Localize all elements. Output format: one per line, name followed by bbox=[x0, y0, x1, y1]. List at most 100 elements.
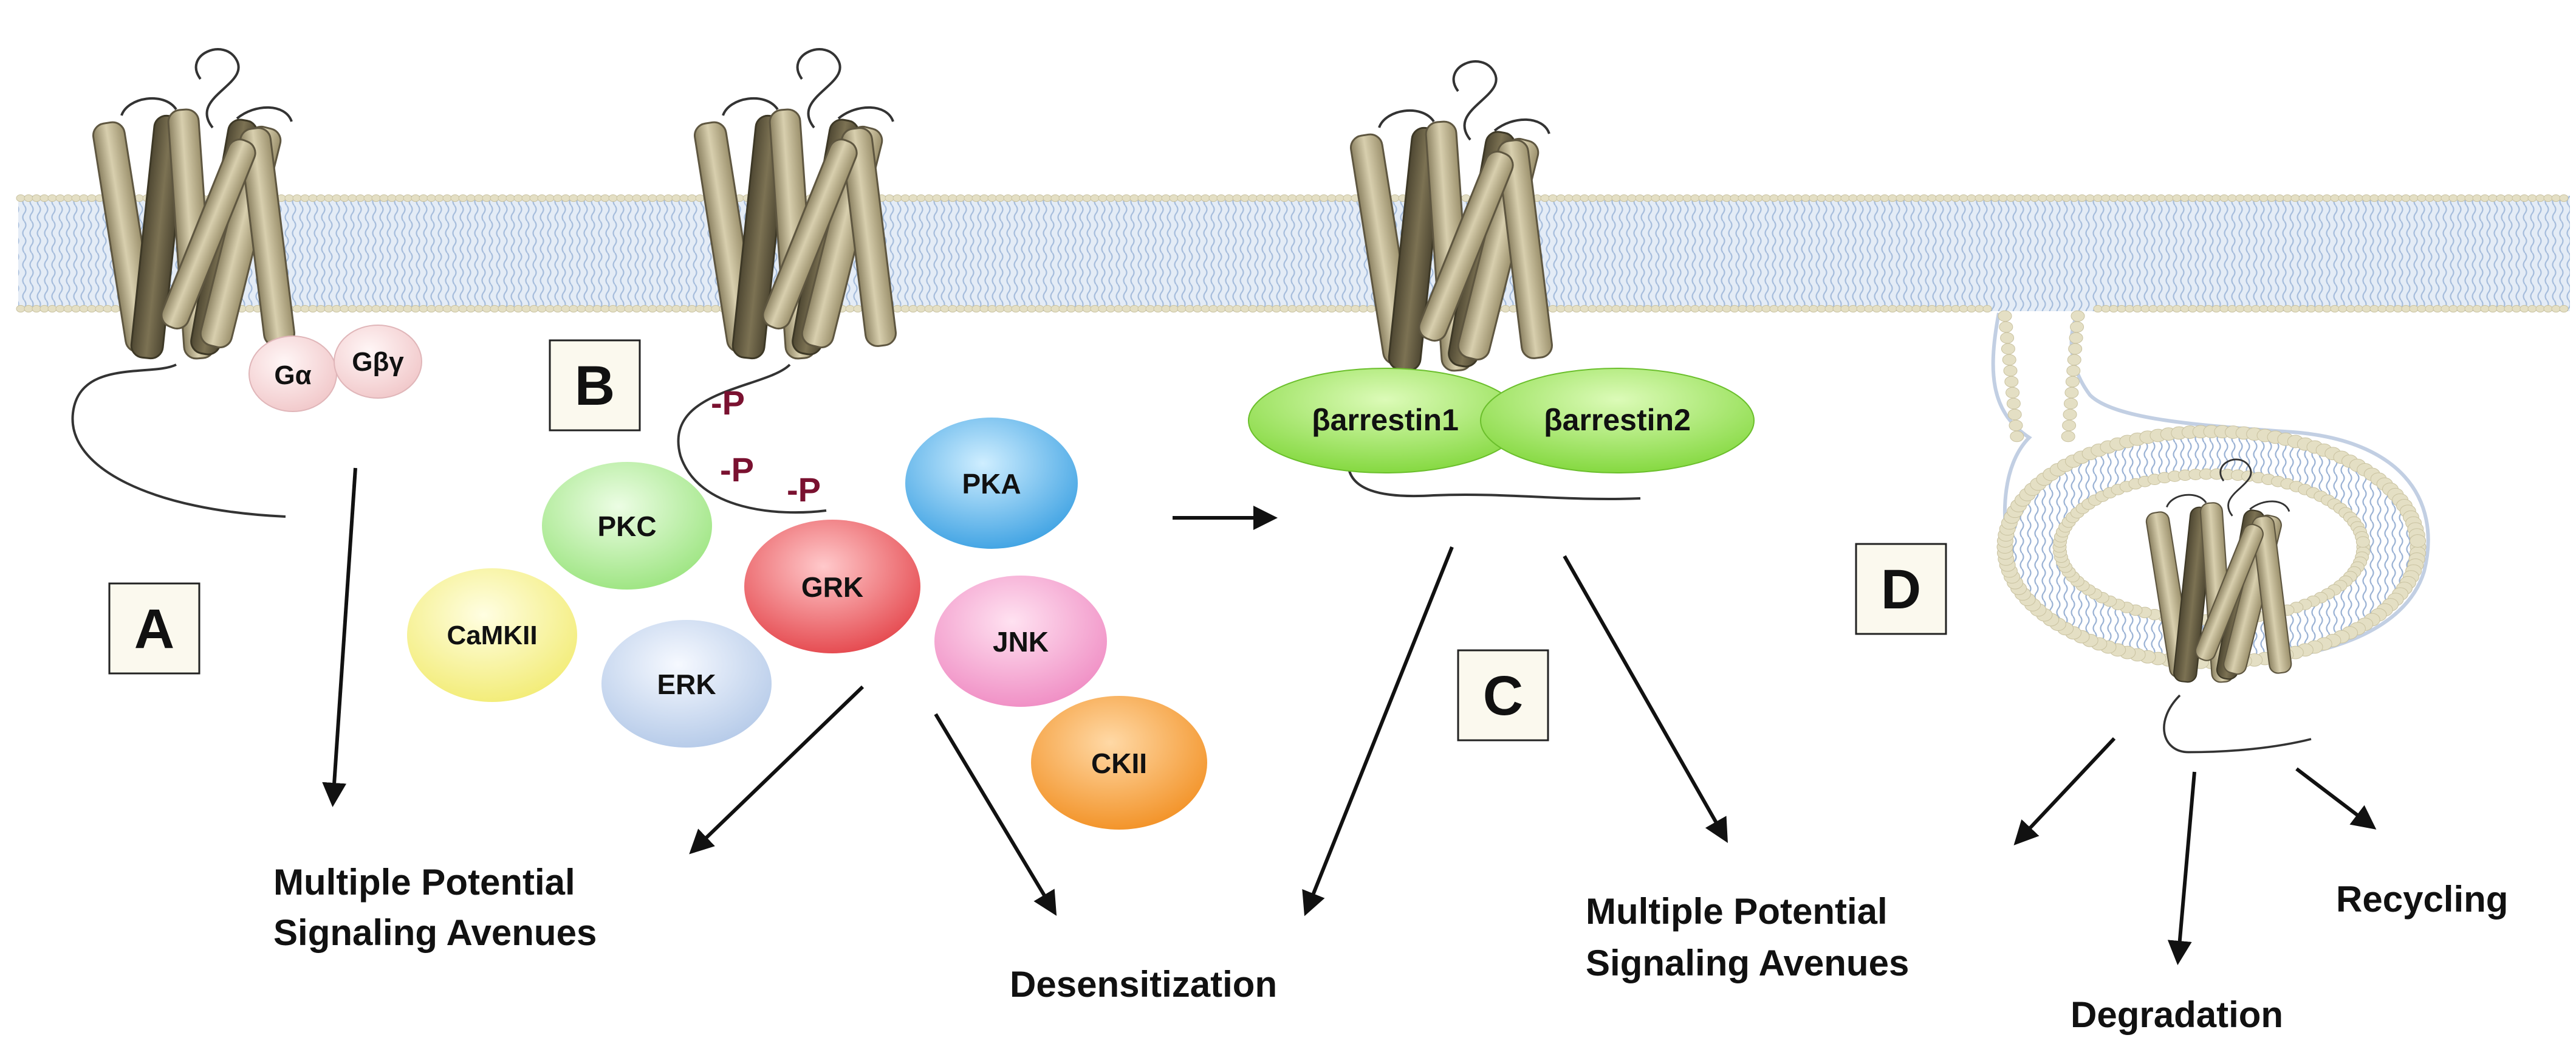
lipid-headgroup bbox=[332, 304, 341, 313]
lipid-headgroup bbox=[2211, 194, 2221, 202]
lipid-headgroup bbox=[600, 304, 610, 313]
kinase-pkc bbox=[542, 462, 712, 590]
lipid-headgroup bbox=[1193, 194, 1202, 202]
lipid-headgroup bbox=[2377, 304, 2387, 313]
kinase-ckii-label: CKII bbox=[1091, 748, 1147, 779]
g-betagamma-subunit bbox=[334, 325, 422, 399]
lipid-headgroup bbox=[395, 304, 405, 313]
lipid-headgroup bbox=[2006, 194, 2016, 202]
lipid-headgroup bbox=[1035, 194, 1044, 202]
outcome-recycling: Recycling bbox=[2336, 879, 2508, 920]
lipid-headgroup bbox=[1674, 304, 1684, 313]
lipid-headgroup bbox=[1706, 194, 1716, 202]
lipid-headgroup bbox=[2535, 304, 2545, 313]
lipid-headgroup bbox=[2068, 343, 2083, 355]
lipid-headgroup bbox=[2211, 304, 2221, 313]
lipid-headgroup bbox=[2512, 194, 2521, 202]
phospho-label-1: -P bbox=[711, 384, 745, 422]
lipid-headgroup bbox=[379, 304, 389, 313]
lipid-headgroup bbox=[245, 304, 255, 313]
lipid-headgroup bbox=[2527, 194, 2537, 202]
lipid-headgroup bbox=[2504, 194, 2513, 202]
lipid-headgroup bbox=[608, 194, 618, 202]
lipid-headgroup bbox=[2409, 304, 2419, 313]
lipid-headgroup bbox=[640, 304, 649, 313]
lipid-headgroup bbox=[1201, 304, 1210, 313]
lipid-headgroup bbox=[1169, 194, 1179, 202]
lipid-headgroup bbox=[1690, 194, 1700, 202]
lipid-headgroup bbox=[474, 304, 484, 313]
lipid-headgroup bbox=[1975, 194, 1984, 202]
lipid-headgroup bbox=[2148, 194, 2158, 202]
lipid-headgroup bbox=[971, 304, 981, 313]
lipid-headgroup bbox=[2009, 419, 2023, 432]
lipid-headgroup bbox=[1287, 194, 1297, 202]
lipid-headgroup bbox=[2519, 304, 2529, 313]
kinase-jnk-label: JNK bbox=[993, 626, 1049, 658]
lipid-headgroup bbox=[16, 194, 26, 202]
lipid-headgroup bbox=[2535, 194, 2545, 202]
lipid-headgroup bbox=[1935, 194, 1945, 202]
lipid-headgroup bbox=[1864, 194, 1874, 202]
lipid-headgroup bbox=[1556, 304, 1566, 313]
lipid-headgroup bbox=[1303, 304, 1313, 313]
lipid-headgroup bbox=[2001, 343, 2015, 355]
lipid-headgroup bbox=[1224, 304, 1234, 313]
lipid-headgroup bbox=[2543, 194, 2553, 202]
lipid-headgroup bbox=[1777, 304, 1787, 313]
lipid-headgroup bbox=[2204, 194, 2213, 202]
arrow-c-to-desensitization bbox=[1302, 546, 1454, 917]
lipid-headgroup bbox=[308, 194, 318, 202]
lipid-headgroup bbox=[2488, 194, 2498, 202]
lipid-headgroup bbox=[1098, 194, 1108, 202]
lipid-headgroup bbox=[2003, 365, 2018, 377]
lipid-headgroup bbox=[2101, 304, 2111, 313]
lipid-headgroup bbox=[900, 304, 910, 313]
lipid-headgroup bbox=[2227, 304, 2237, 313]
outcome-desensitization: Desensitization bbox=[1010, 964, 1277, 1005]
lipid-headgroup bbox=[2480, 304, 2490, 313]
lipid-headgroup bbox=[1335, 194, 1345, 202]
lipid-headgroup bbox=[450, 194, 460, 202]
lipid-headgroup bbox=[2322, 194, 2332, 202]
lipid-headgroup bbox=[2071, 310, 2085, 322]
lipid-headgroup bbox=[2109, 194, 2119, 202]
lipid-headgroup bbox=[956, 304, 965, 313]
lipid-headgroup bbox=[900, 194, 910, 202]
lipid-headgroup bbox=[2125, 304, 2134, 313]
lipid-headgroup bbox=[1659, 304, 1668, 313]
lipid-headgroup bbox=[1682, 194, 1692, 202]
beta-arrestin-2 bbox=[1480, 368, 1755, 473]
lipid-headgroup bbox=[505, 304, 515, 313]
lipid-headgroup bbox=[1074, 304, 1084, 313]
lipid-headgroup bbox=[2101, 194, 2111, 202]
lipid-headgroup bbox=[2259, 194, 2269, 202]
lipid-headgroup bbox=[1295, 304, 1305, 313]
lipid-headgroup bbox=[300, 194, 310, 202]
lipid-headgroup bbox=[1145, 304, 1155, 313]
lipid-headgroup bbox=[1256, 304, 1266, 313]
arrow-d-to-signaling bbox=[2013, 737, 2116, 845]
lipid-headgroup bbox=[1564, 304, 1574, 313]
kinase-erk bbox=[601, 620, 772, 748]
lipid-headgroup bbox=[1619, 194, 1629, 202]
lipid-headgroup bbox=[2355, 536, 2370, 548]
lipid-headgroup bbox=[498, 194, 507, 202]
lipid-headgroup bbox=[2002, 354, 2016, 366]
lipid-headgroup bbox=[2354, 304, 2363, 313]
lipid-headgroup bbox=[1564, 194, 1574, 202]
lipid-headgroup bbox=[1651, 194, 1660, 202]
lipid-headgroup bbox=[2385, 194, 2395, 202]
lipid-headgroup bbox=[2551, 194, 2561, 202]
lipid-headgroup bbox=[2007, 408, 2022, 421]
lipid-headgroup bbox=[995, 194, 1005, 202]
lipid-headgroup bbox=[2267, 304, 2276, 313]
receptor-a bbox=[71, 48, 297, 518]
lipid-headgroup bbox=[916, 194, 926, 202]
lipid-headgroup bbox=[2022, 194, 2032, 202]
lipid-headgroup bbox=[1714, 194, 1724, 202]
lipid-headgroup bbox=[545, 304, 555, 313]
lipid-headgroup bbox=[450, 304, 460, 313]
lipid-headgroup bbox=[1643, 304, 1653, 313]
